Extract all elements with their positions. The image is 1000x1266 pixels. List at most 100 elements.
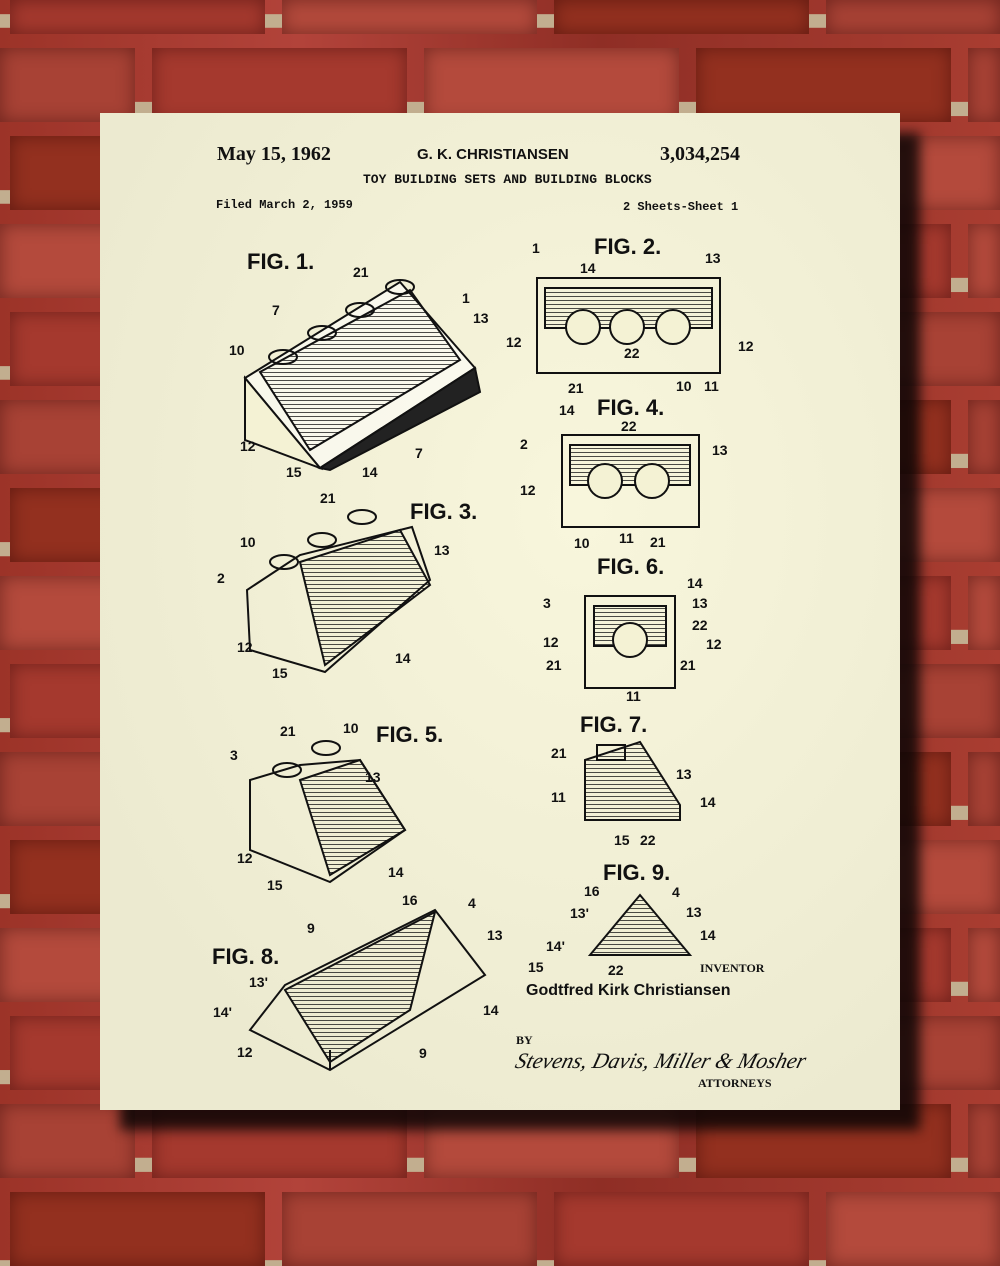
brick xyxy=(10,0,265,34)
fig8-reference-numeral: 16 xyxy=(402,892,418,908)
fig5-reference-numeral: 13 xyxy=(365,769,381,785)
fig-4-label: FIG. 4. xyxy=(597,395,665,420)
fig1-reference-numeral: 10 xyxy=(229,342,245,358)
fig6-reference-numeral: 12 xyxy=(543,634,559,650)
fig5-reference-numeral: 3 xyxy=(230,747,238,763)
fig8-reference-numeral: 12 xyxy=(237,1044,253,1060)
fig7-reference-numeral: 13 xyxy=(676,766,692,782)
inventor-label: INVENTOR xyxy=(700,961,765,975)
fig4-reference-numeral: 12 xyxy=(520,482,536,498)
fig1-reference-numeral: 14 xyxy=(362,464,378,480)
brick xyxy=(968,576,1000,650)
fig9-reference-numeral: 15 xyxy=(528,959,544,975)
brick xyxy=(282,1192,537,1266)
fig3-reference-numeral: 10 xyxy=(240,534,256,550)
fig2-reference-numeral: 14 xyxy=(580,260,596,276)
fig-7-label: FIG. 7. xyxy=(580,712,648,737)
brick xyxy=(968,1104,1000,1178)
fig5-block xyxy=(249,740,407,884)
fig-1-label: FIG. 1. xyxy=(247,249,315,274)
brick xyxy=(152,48,407,122)
fig6-reference-numeral: 14 xyxy=(687,575,703,591)
fig4-reference-numeral: 21 xyxy=(650,534,666,550)
fig2-reference-numeral: 21 xyxy=(568,380,584,396)
fig2-reference-numeral: 10 xyxy=(676,378,692,394)
fig7-reference-numeral: 21 xyxy=(551,745,567,761)
inventor-name: Godtfred Kirk Christiansen xyxy=(526,982,731,999)
brick xyxy=(826,1192,1000,1266)
brick xyxy=(424,48,679,122)
brick xyxy=(0,1104,135,1178)
patent-poster: May 15, 1962 G. K. CHRISTIANSEN 3,034,25… xyxy=(100,113,900,1110)
fig9-reference-numeral: 14 xyxy=(700,927,716,943)
fig7-section xyxy=(584,740,681,821)
fig6-reference-numeral: 3 xyxy=(543,595,551,611)
fig6-reference-numeral: 21 xyxy=(680,657,696,673)
brick xyxy=(968,48,1000,122)
patent-date: May 15, 1962 xyxy=(217,143,331,165)
fig1-reference-numeral: 7 xyxy=(272,302,280,318)
fig9-reference-numeral: 13 xyxy=(686,904,702,920)
fig4-reference-numeral: 13 xyxy=(712,442,728,458)
attorneys-signature: Stevens, Davis, Miller & Mosher xyxy=(512,1048,810,1073)
fig6-plan xyxy=(584,595,676,689)
fig4-reference-numeral: 2 xyxy=(520,436,528,452)
fig8-reference-numeral: 14' xyxy=(213,1004,232,1020)
attorneys-label: ATTORNEYS xyxy=(698,1076,772,1090)
fig-5-label: FIG. 5. xyxy=(376,722,444,747)
fig7-reference-numeral: 15 xyxy=(614,832,630,848)
fig9-reference-numeral: 14' xyxy=(546,938,565,954)
fig4-reference-numeral: 22 xyxy=(621,418,637,434)
fig3-reference-numeral: 2 xyxy=(217,570,225,586)
fig6-reference-numeral: 12 xyxy=(706,636,722,652)
fig6-reference-numeral: 13 xyxy=(692,595,708,611)
patent-drawings xyxy=(243,277,721,1072)
fig7-reference-numeral: 22 xyxy=(640,832,656,848)
fig-9-label: FIG. 9. xyxy=(603,860,671,885)
filed-date: Filed March 2, 1959 xyxy=(216,198,353,212)
fig4-reference-numeral: 14 xyxy=(559,402,575,418)
fig8-block xyxy=(248,908,487,1072)
brick xyxy=(968,928,1000,1002)
fig-3-label: FIG. 3. xyxy=(410,499,478,524)
fig9-reference-numeral: 22 xyxy=(608,962,624,978)
fig4-plan xyxy=(561,434,700,528)
fig4-reference-numeral: 10 xyxy=(574,535,590,551)
fig3-reference-numeral: 12 xyxy=(237,639,253,655)
fig5-reference-numeral: 21 xyxy=(280,723,296,739)
fig1-reference-numeral: 1 xyxy=(462,290,470,306)
fig-6-label: FIG. 6. xyxy=(597,554,665,579)
fig1-block xyxy=(243,279,482,472)
fig6-reference-numeral: 21 xyxy=(546,657,562,673)
fig2-reference-numeral: 1 xyxy=(532,240,540,256)
fig1-reference-numeral: 21 xyxy=(353,264,369,280)
fig2-reference-numeral: 12 xyxy=(506,334,522,350)
fig9-reference-numeral: 16 xyxy=(584,883,600,899)
fig1-reference-numeral: 13 xyxy=(473,310,489,326)
sheet-info: 2 Sheets-Sheet 1 xyxy=(623,200,739,214)
inventor-short-name: G. K. CHRISTIANSEN xyxy=(417,146,569,163)
fig3-reference-numeral: 21 xyxy=(320,490,336,506)
fig3-reference-numeral: 14 xyxy=(395,650,411,666)
fig2-reference-numeral: 11 xyxy=(704,378,719,394)
by-label: BY xyxy=(516,1033,533,1047)
fig9-reference-numeral: 13' xyxy=(570,905,589,921)
brick xyxy=(826,0,1000,34)
fig8-reference-numeral: 14 xyxy=(483,1002,499,1018)
brick xyxy=(10,1192,265,1266)
fig2-reference-numeral: 22 xyxy=(624,345,640,361)
fig3-reference-numeral: 13 xyxy=(434,542,450,558)
fig9-section xyxy=(587,893,693,956)
brick xyxy=(554,1192,809,1266)
patent-number: 3,034,254 xyxy=(660,143,740,165)
brick xyxy=(554,0,809,34)
fig2-reference-numeral: 13 xyxy=(705,250,721,266)
fig5-reference-numeral: 10 xyxy=(343,720,359,736)
fig5-reference-numeral: 15 xyxy=(267,877,283,893)
fig8-reference-numeral: 13' xyxy=(249,974,268,990)
patent-title: TOY BUILDING SETS AND BUILDING BLOCKS xyxy=(363,172,652,187)
fig4-reference-numeral: 11 xyxy=(619,530,634,546)
fig7-reference-numeral: 14 xyxy=(700,794,716,810)
brick xyxy=(968,224,1000,298)
fig3-block xyxy=(245,509,432,674)
